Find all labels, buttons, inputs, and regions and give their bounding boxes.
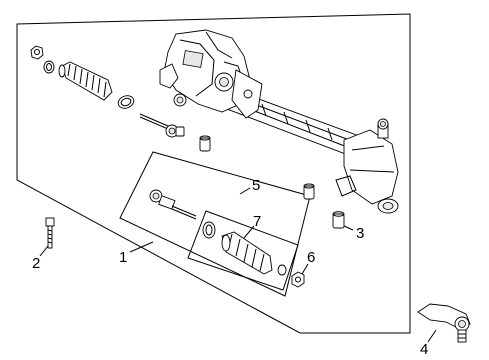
outer-tie-rod-end-part — [417, 303, 471, 343]
bolt-part — [45, 217, 55, 249]
kit-bellows-boot — [221, 231, 273, 275]
kit-clamp — [202, 221, 216, 239]
callout-2: 2 — [32, 255, 40, 272]
leader-line-4 — [427, 329, 437, 343]
nut-part — [30, 45, 44, 60]
boot-kit-outline — [187, 210, 299, 291]
callout-1: 1 — [119, 249, 127, 266]
leader-line-6 — [301, 263, 309, 275]
bellows-boot-part — [58, 61, 113, 101]
leader-line-1 — [129, 241, 154, 253]
leader-line-7 — [243, 225, 255, 239]
leader-line-5 — [239, 187, 251, 195]
steering-rack-body — [159, 29, 399, 214]
clamp-part — [117, 95, 135, 109]
leader-line-3 — [343, 225, 354, 231]
bushing-3-part — [332, 211, 345, 229]
bushing-part — [303, 183, 315, 200]
tie-rod-kit-outline — [119, 151, 311, 297]
kit-inner-tie-rod — [149, 189, 197, 220]
callout-4: 4 — [420, 341, 428, 358]
jam-nut-part — [291, 271, 305, 288]
leader-line-2 — [39, 245, 49, 257]
callout-6: 6 — [307, 249, 315, 266]
bushing-part — [199, 135, 211, 152]
callout-3: 3 — [356, 225, 364, 242]
inner-tie-rod-part — [139, 113, 185, 138]
callout-5: 5 — [252, 177, 260, 194]
assembly-outline — [16, 13, 411, 334]
callout-7: 7 — [253, 213, 261, 230]
kit-small-clamp — [277, 264, 287, 276]
clamp-ring-part — [43, 60, 55, 74]
